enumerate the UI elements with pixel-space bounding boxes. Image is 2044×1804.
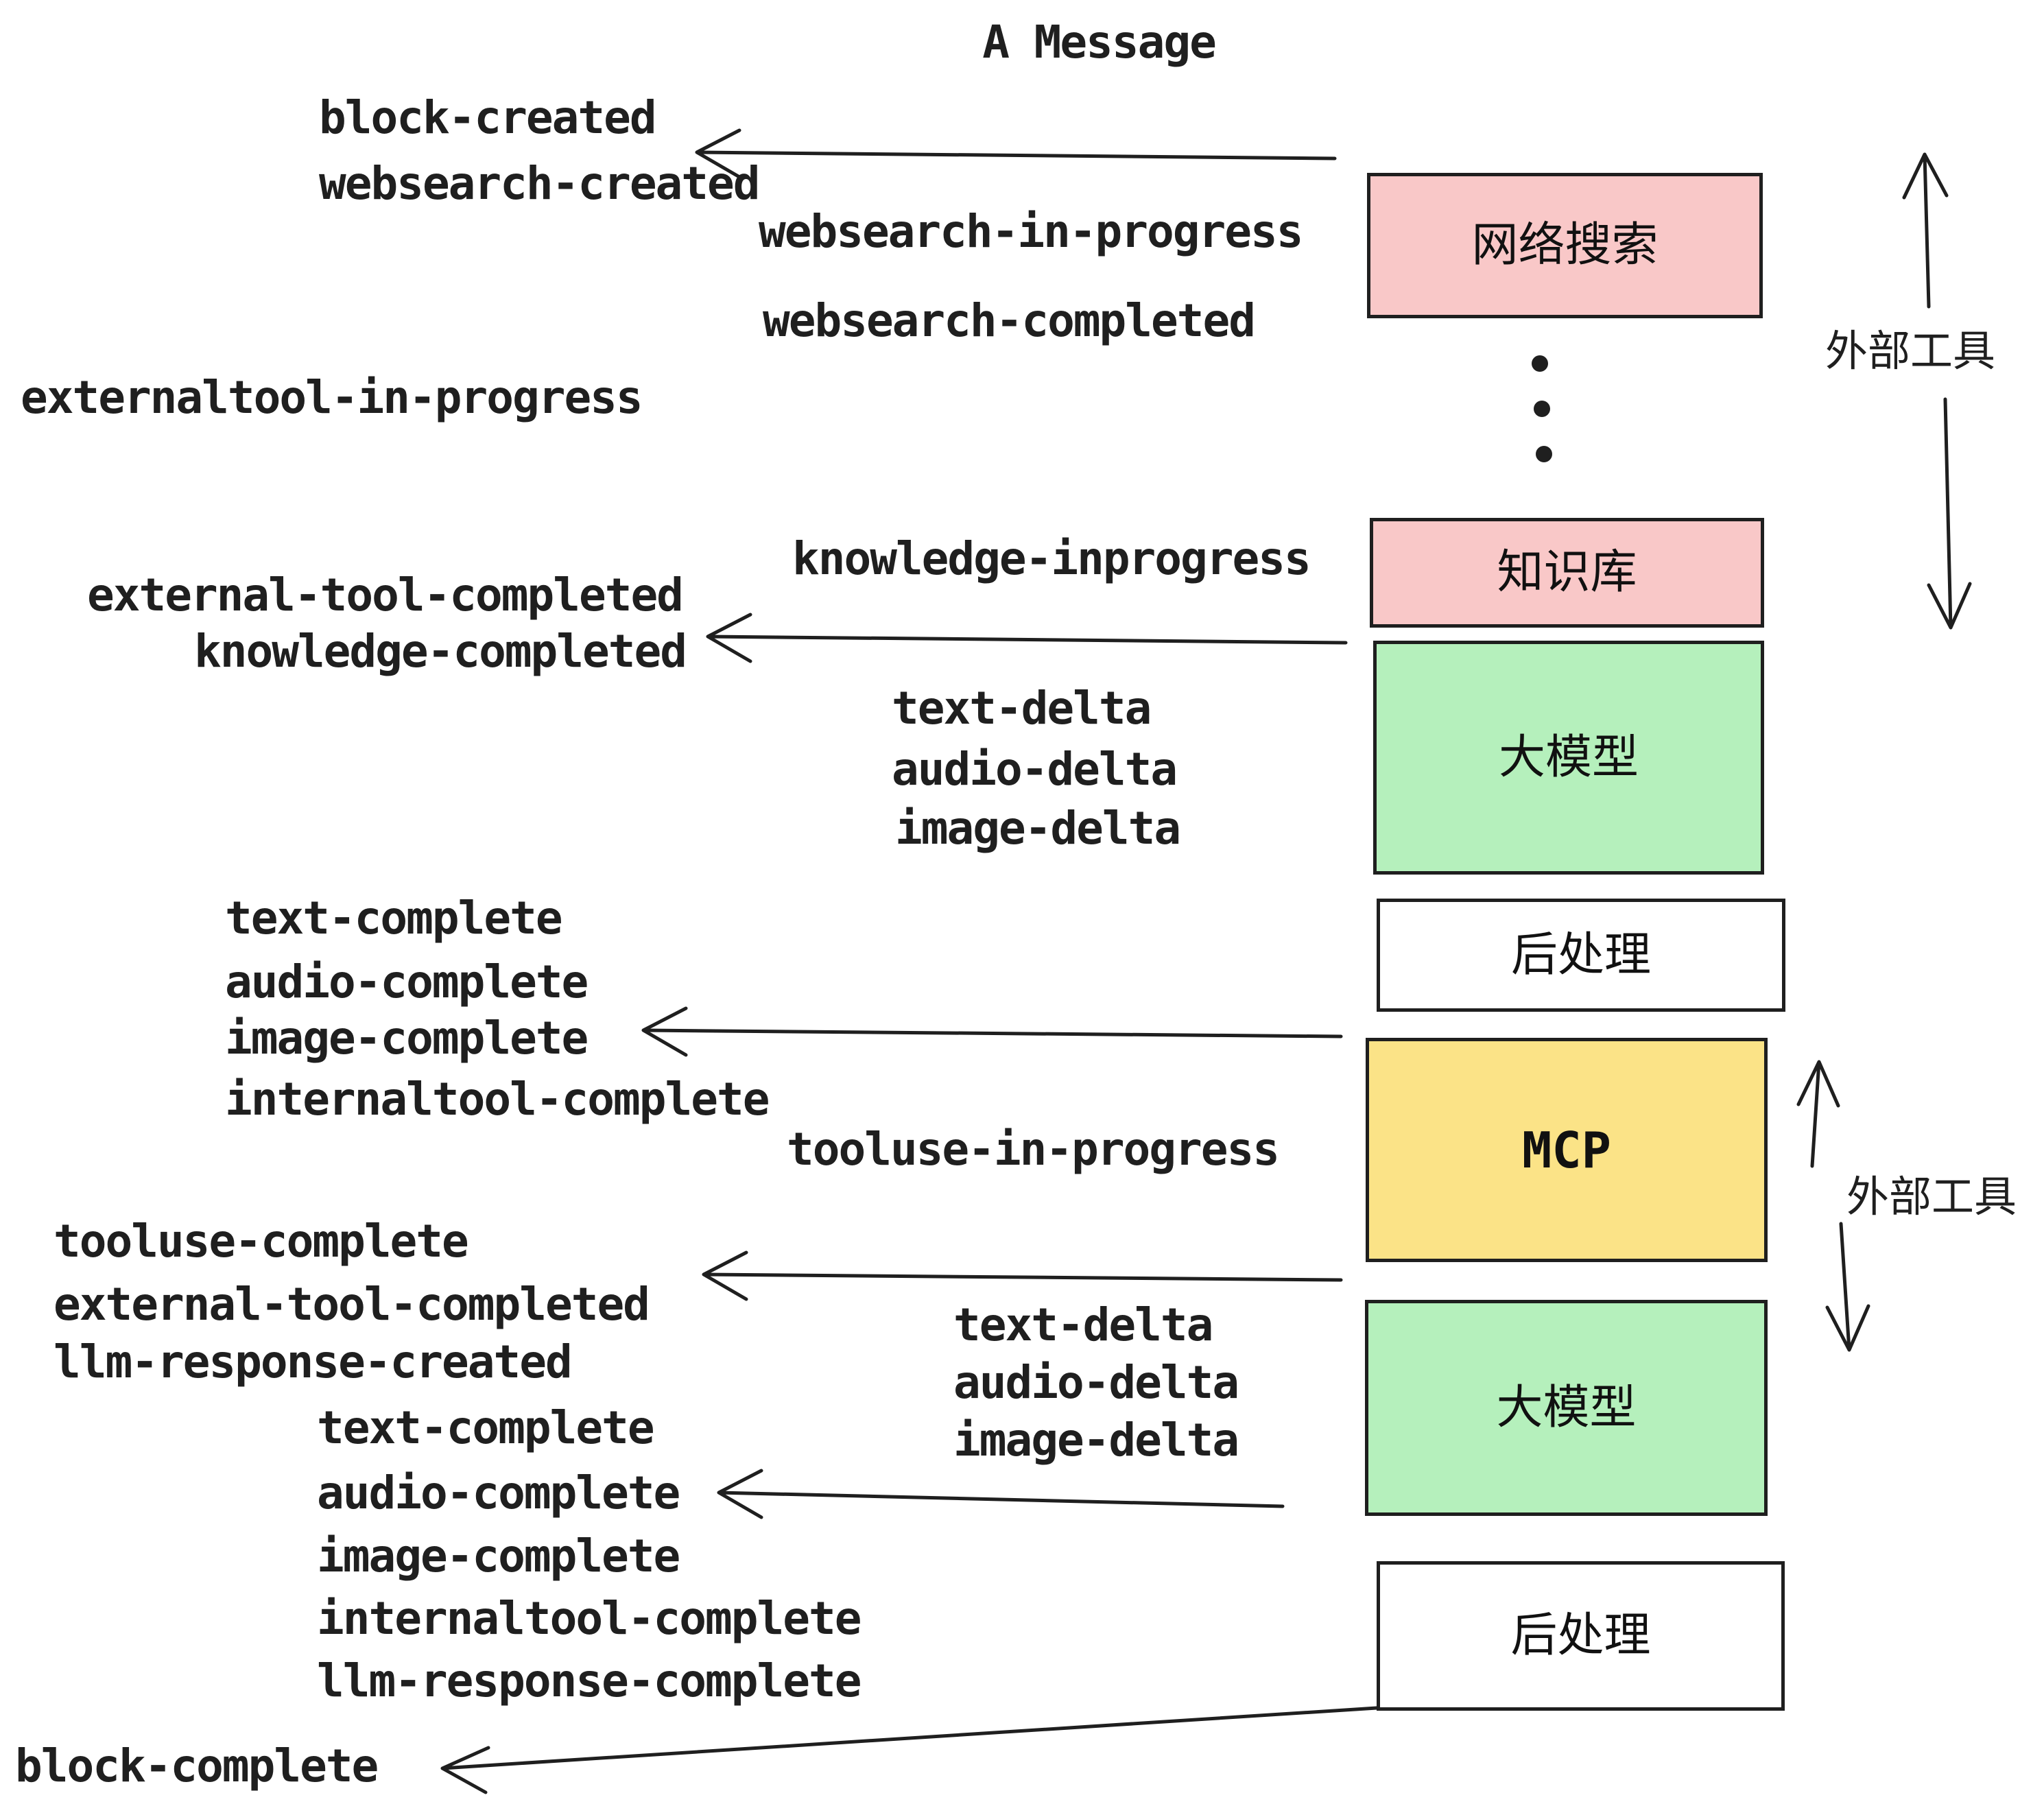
external-tools-mid-up-arrow [1796,1060,1840,1168]
event-label-audio-delta: audio-delta [892,743,1178,796]
event-label-internaltool-complete-2: internaltool-complete [317,1592,861,1645]
arrow-image-complete [641,1006,1343,1057]
mcp-box-label: MCP [1521,1121,1612,1179]
postprocess-box-top-label: 后处理 [1510,927,1651,982]
websearch-box: 网络搜索 [1367,173,1763,318]
event-label-external-tool-completed-2: external-tool-completed [54,1278,650,1331]
llm-box-top-label: 大模型 [1498,730,1639,785]
event-label-text-delta: text-delta [892,682,1152,735]
event-label-externaltool-in-progress: externaltool-in-progress [21,371,643,424]
event-label-external-tool-completed: external-tool-completed [87,569,684,621]
external-tools-top-down-arrow [1927,397,1972,630]
event-label-audio-complete-2: audio-complete [317,1467,680,1519]
postprocess-box-bottom-label: 后处理 [1510,1609,1651,1663]
event-label-tooluse-complete: tooluse-complete [54,1215,469,1268]
event-label-image-complete-2: image-complete [317,1530,680,1582]
vertical-ellipsis [1532,355,1552,462]
knowledge-base-box-label: 知识库 [1497,545,1637,600]
external-tools-label-top: 外部工具 [1825,326,1996,376]
external-tools-mid-down-arrow [1825,1222,1870,1352]
event-label-llm-response-complete: llm-response-complete [317,1654,861,1707]
mcp-box: MCP [1366,1038,1768,1262]
event-label-text-complete: text-complete [225,892,563,945]
event-label-knowledge-completed: knowledge-completed [194,625,687,678]
event-label-text-complete-2: text-complete [317,1401,655,1454]
event-label-audio-complete: audio-complete [225,956,589,1008]
event-label-image-delta: image-delta [895,802,1181,855]
event-label-internaltool-complete: internaltool-complete [225,1073,770,1126]
arrow-knowledge-completed [706,613,1348,663]
event-label-websearch-in-progress: websearch-in-progress [759,205,1303,258]
llm-box-bottom-label: 大模型 [1496,1380,1637,1435]
event-label-websearch-created: websearch-created [319,157,761,210]
external-tools-top-up-arrow [1902,152,1949,309]
event-label-websearch-completed: websearch-completed [763,294,1256,347]
llm-box-top: 大模型 [1373,641,1764,875]
event-label-image-complete: image-complete [225,1012,589,1065]
event-label-image-delta-2: image-delta [953,1414,1239,1467]
postprocess-box-top: 后处理 [1377,899,1785,1012]
event-label-block-complete: block-complete [15,1740,379,1792]
event-label-knowledge-inprogress: knowledge-inprogress [792,532,1311,585]
event-label-audio-delta-2: audio-delta [953,1356,1239,1409]
external-tools-label-mid: 外部工具 [1846,1172,2017,1222]
websearch-box-label: 网络搜索 [1471,218,1659,272]
diagram-title: A Message [982,16,1217,69]
arrow-tooluse-complete [702,1250,1343,1301]
arrow-audio-complete [717,1469,1285,1519]
event-label-block-created: block-created [319,91,657,144]
event-label-tooluse-in-progress: tooluse-in-progress [787,1123,1280,1176]
arrow-block-created [695,128,1337,179]
arrow-block-complete [440,1706,1379,1794]
event-label-text-delta-2: text-delta [953,1298,1213,1351]
knowledge-base-box: 知识库 [1370,518,1764,628]
postprocess-box-bottom: 后处理 [1377,1561,1785,1711]
event-label-llm-response-created: llm-response-created [54,1336,573,1388]
llm-box-bottom: 大模型 [1365,1300,1768,1516]
